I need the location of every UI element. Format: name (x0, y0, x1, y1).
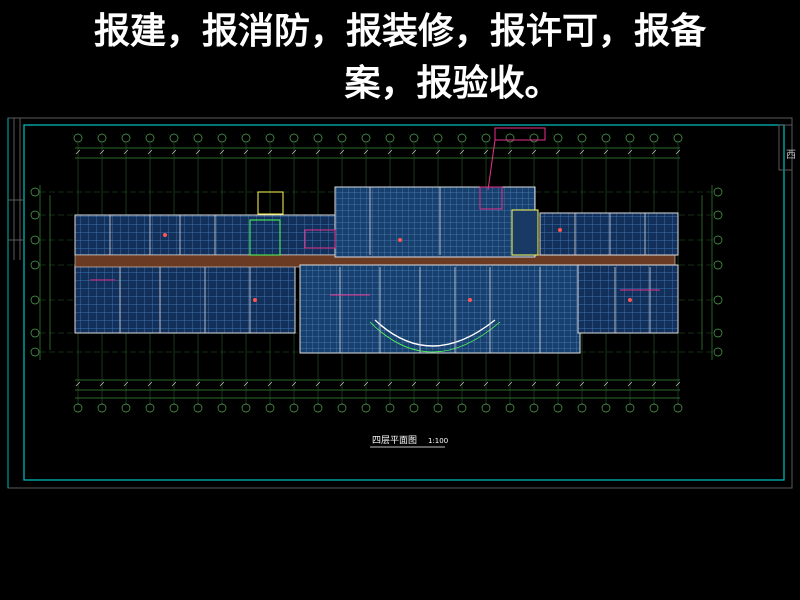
dimension-ticks (75, 149, 681, 387)
floor-plan (74, 127, 679, 354)
title-block-frame (7, 117, 793, 489)
side-label: 西 (786, 150, 796, 161)
headline: 报建，报消防，报装修，报许可，报备 案，报验收。 (0, 0, 800, 110)
drawing-caption: 四层平面图 1:100 (370, 435, 448, 448)
drawing-title: 四层平面图 (372, 435, 417, 446)
dimension-lines (39, 147, 713, 399)
headline-line-2: 案，报验收。 (344, 63, 561, 104)
headline-line-1: 报建，报消防，报装修，报许可，报备 (93, 11, 706, 52)
cad-drawing[interactable]: 四层平面图 1:100 (0, 112, 800, 492)
drawing-scale: 1:100 (428, 437, 448, 445)
